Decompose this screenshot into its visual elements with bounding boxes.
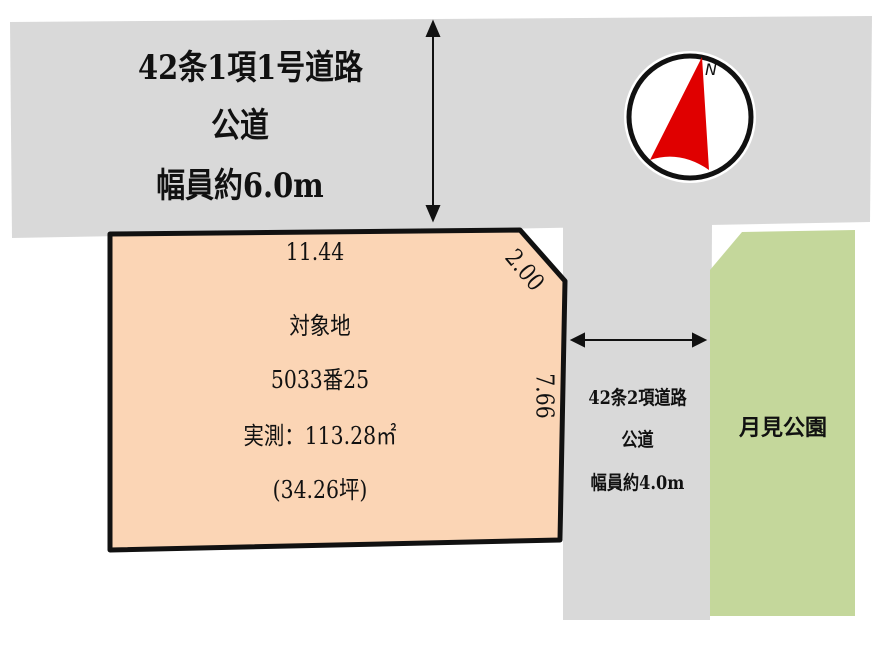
dimension-right: 7.66 — [530, 373, 559, 419]
main-road-kind: 公道 — [211, 106, 269, 146]
side-road — [563, 224, 712, 620]
side-road-width: 幅員約4.0m — [590, 472, 685, 494]
plot-tsubo: (34.26坪) — [272, 476, 368, 504]
side-road-kind: 公道 — [621, 429, 654, 451]
plot-area: 実測：113.28㎡ — [243, 422, 397, 450]
road-width-arrow — [425, 19, 441, 223]
main-road-type: 42条1項1号道路 — [138, 48, 363, 88]
plot-label: 対象地 — [289, 312, 351, 340]
park-label: 月見公園 — [738, 415, 827, 441]
dimension-top: 11.44 — [285, 238, 345, 266]
subject-plot — [107, 227, 568, 553]
plot-lot-number: 5033番25 — [270, 366, 370, 394]
main-road-width: 幅員約6.0m — [156, 166, 324, 206]
compass-north-label: N — [705, 60, 717, 79]
side-road-width-arrow — [569, 332, 708, 348]
park-area — [710, 230, 855, 616]
side-road-type: 42条2項道路 — [588, 387, 687, 409]
north-compass-icon — [624, 51, 756, 183]
